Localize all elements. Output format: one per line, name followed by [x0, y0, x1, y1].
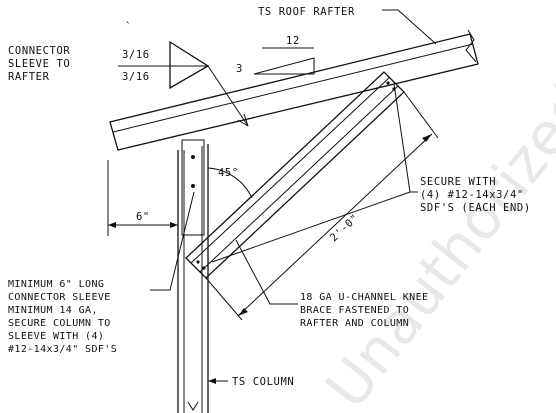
- brace-leader: [235, 239, 298, 305]
- angle-label: 45°: [218, 167, 239, 179]
- watermark-text: Unauthorized: [312, 72, 556, 413]
- secure-leader-bottom: [211, 191, 411, 263]
- angle-arc: [207, 167, 253, 199]
- column-label: TS COLUMN: [232, 376, 294, 388]
- offset-dimension: [107, 160, 178, 236]
- secure-label-2: (4) #12-14x3/4": [420, 189, 524, 201]
- rafter-leader: [382, 9, 437, 45]
- slope-rise: 3: [236, 63, 243, 75]
- sleeve-note-4: SECURE COLUMN TO: [8, 318, 111, 329]
- connector-label-2: SLEEVE TO: [8, 58, 70, 70]
- ts-column: [177, 139, 209, 413]
- sleeve-leader: [150, 191, 195, 291]
- brace-note-2: BRACE FASTENED TO: [300, 305, 409, 316]
- secure-leader-top: [393, 83, 418, 193]
- weld-tick: `: [125, 21, 132, 33]
- connector-label-3: RAFTER: [8, 71, 50, 83]
- brace-note-1: 18 GA U-CHANNEL KNEE: [300, 292, 428, 303]
- sleeve-note-6: #12-14x3/4" SDF'S: [8, 344, 117, 355]
- weld-size-top: 3/16: [122, 49, 150, 61]
- sleeve-fastener: [191, 184, 195, 188]
- sleeve-fastener: [191, 155, 195, 159]
- rafter-label: TS ROOF RAFTER: [258, 6, 355, 18]
- weld-symbol: [118, 40, 249, 127]
- length-dimension: [205, 91, 439, 321]
- secure-label-1: SECURE WITH: [420, 176, 496, 188]
- weld-size-bottom: 3/16: [122, 71, 150, 83]
- sleeve-note-5: SLEEVE WITH (4): [8, 331, 104, 342]
- roof-rafter: [109, 29, 479, 151]
- length-label: 2'-0": [328, 212, 361, 244]
- sleeve-note-2: CONNECTOR SLEEVE: [8, 292, 111, 303]
- offset-label: 6": [136, 211, 150, 223]
- secure-label-3: SDF'S (EACH END): [420, 202, 531, 214]
- connector-label-1: CONNECTOR: [8, 45, 70, 57]
- sleeve-note-3: MINIMUM 14 GA,: [8, 305, 98, 316]
- brace-note-3: RAFTER AND COLUMN: [300, 318, 409, 329]
- sleeve-note-1: MINIMUM 6" LONG: [8, 279, 104, 290]
- slope-run: 12: [286, 35, 300, 47]
- slope-indicator: [253, 47, 315, 75]
